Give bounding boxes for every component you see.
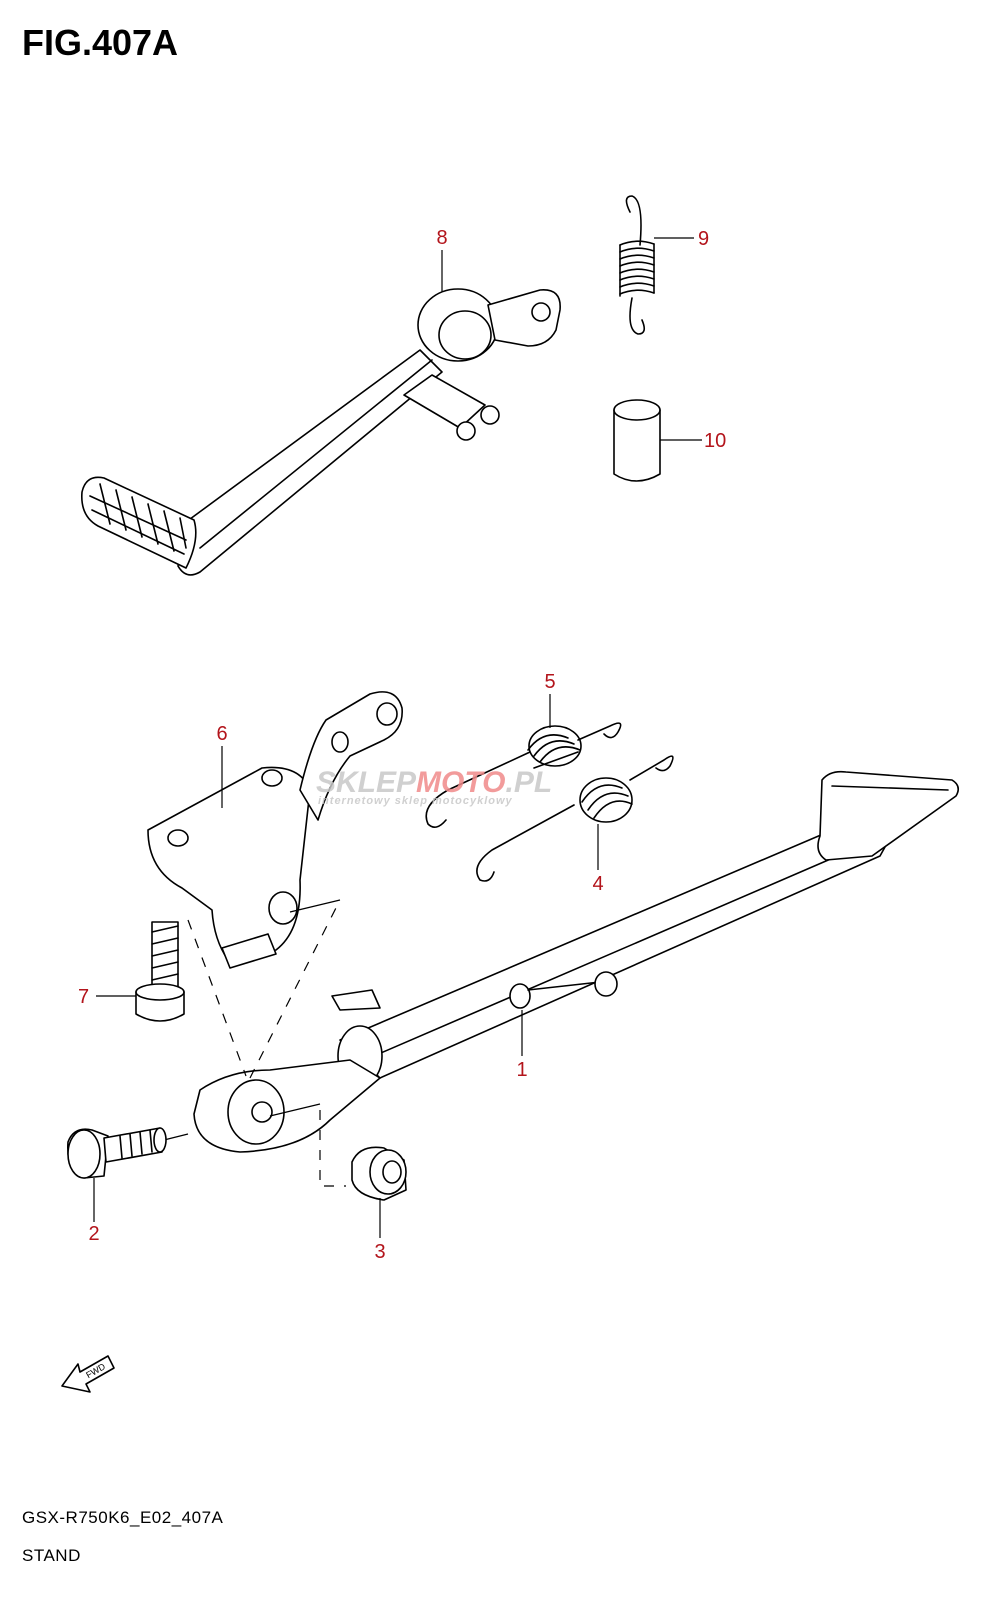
watermark-brand-2: MOTO (416, 766, 505, 799)
watermark-brand-1: SKLEP (316, 766, 417, 799)
stand-bracket-part-6[interactable] (147, 691, 403, 969)
callout-4: 4 (592, 873, 603, 895)
spring-part-5[interactable] (425, 694, 622, 828)
fwd-arrow-icon: FWD (61, 1355, 115, 1393)
collar-part-10[interactable] (613, 399, 702, 482)
callout-6: 6 (216, 723, 227, 745)
callout-1: 1 (516, 1059, 527, 1081)
section-name: STAND (22, 1546, 81, 1565)
callout-9: 9 (698, 228, 709, 250)
callout-10: 10 (704, 430, 726, 452)
watermark-tagline: internetowy sklep motocyklowy (318, 795, 513, 807)
brake-pedal-part-8[interactable] (81, 250, 561, 576)
assembly-lines (163, 899, 346, 1187)
watermark-brand-3: .PL (505, 766, 552, 799)
callout-2: 2 (88, 1223, 99, 1245)
bolt-part-7[interactable] (96, 921, 185, 1022)
figure-title: FIG.407A (22, 22, 179, 63)
model-code: GSX-R750K6_E02_407A (22, 1508, 224, 1527)
callout-8: 8 (436, 227, 447, 249)
callout-3: 3 (374, 1241, 385, 1263)
pivot-bolt-part-2[interactable] (67, 1127, 167, 1222)
svg-text:SKLEPMOTO.PL: SKLEPMOTO.PL (316, 766, 552, 799)
callout-5: 5 (544, 671, 555, 693)
spring-part-4[interactable] (476, 755, 674, 882)
nut-part-3[interactable] (351, 1146, 407, 1238)
spring-part-9[interactable] (619, 195, 694, 335)
side-stand-part-1[interactable] (193, 770, 960, 1153)
watermark: SKLEPMOTO.PL internetowy sklep motocyklo… (316, 766, 552, 807)
callout-7: 7 (78, 986, 89, 1008)
